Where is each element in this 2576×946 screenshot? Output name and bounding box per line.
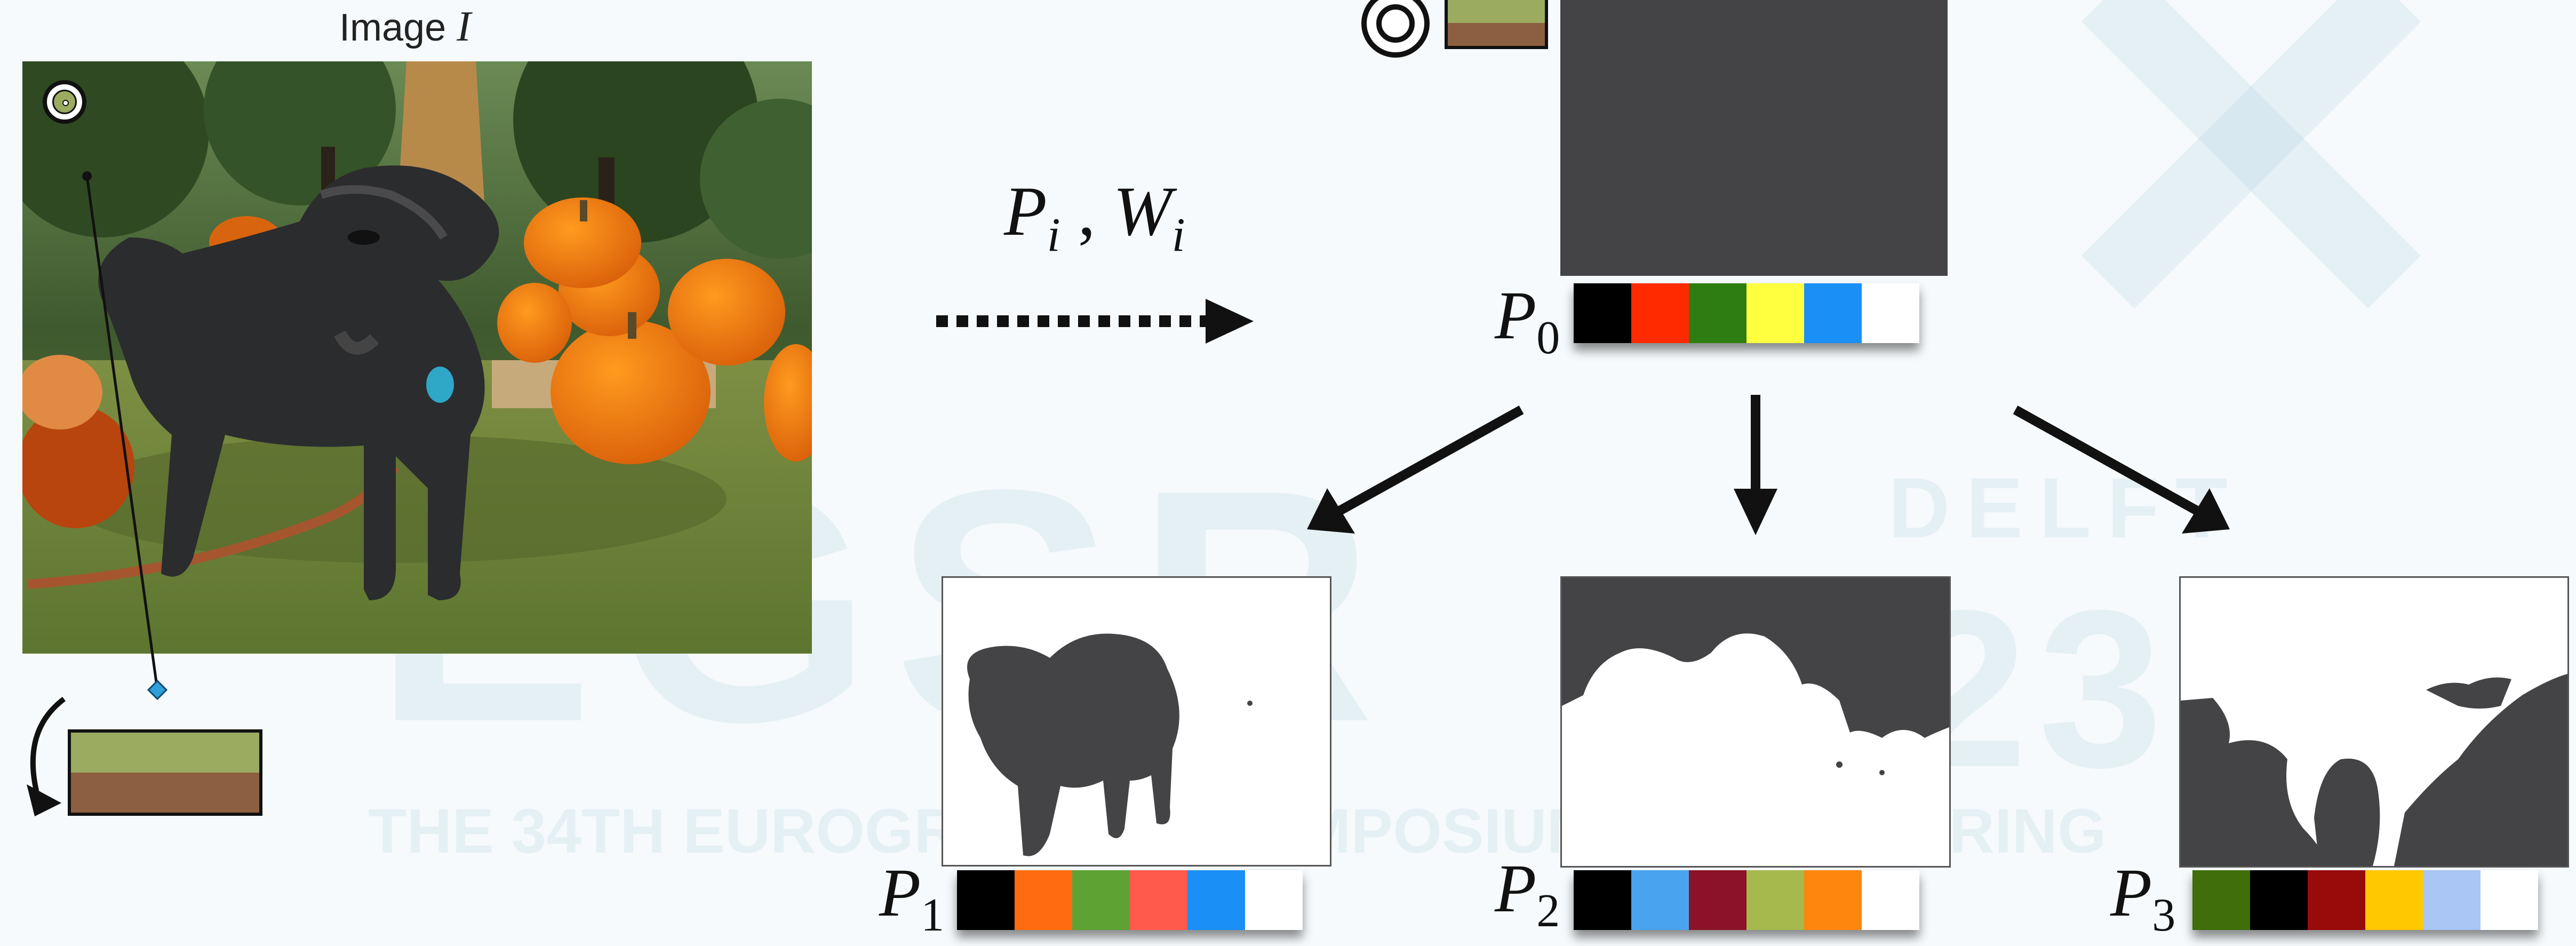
watermark-windmill-icon: [2081, 0, 2421, 309]
p2-mask: [1560, 576, 1951, 868]
p2-swatch-3: [1689, 870, 1746, 930]
p3-mask: [2179, 576, 2569, 868]
p0-swatch-3: [1689, 283, 1746, 343]
p1-swatch-1: [957, 870, 1015, 930]
p3-swatch-5: [2423, 870, 2481, 930]
p3-swatch-6: [2481, 870, 2538, 930]
p3-swatch-3: [2308, 870, 2365, 930]
p1-swatch-5: [1187, 870, 1245, 930]
p0-mask: [1560, 0, 1948, 276]
p0-swatch-6: [1862, 283, 1919, 343]
p2-palette: [1574, 870, 1919, 930]
color-picker-line: [82, 171, 168, 701]
tree-arrows: [1307, 395, 2230, 535]
p3-label: P3: [2110, 855, 2176, 941]
p0-swatch-1: [1574, 283, 1631, 343]
p3-palette: [2192, 870, 2538, 930]
p0-color-swatch: [1445, 0, 1548, 49]
picked-color-bottom: [71, 773, 259, 813]
p2-swatch-4: [1746, 870, 1804, 930]
curved-arrow-icon: [27, 697, 66, 816]
p3-swatch-2: [2250, 870, 2308, 930]
dashed-arrow-icon: [936, 299, 1254, 344]
p0-swatch-5: [1804, 283, 1862, 343]
p2-swatch-1: [1574, 870, 1631, 930]
p2-label: P2: [1495, 850, 1560, 937]
color-picker-target-icon[interactable]: [43, 80, 86, 124]
p0-palette: [1574, 283, 1919, 343]
p1-swatch-6: [1245, 870, 1303, 930]
p1-swatch-4: [1130, 870, 1187, 930]
p1-palette: [957, 870, 1303, 930]
p3-swatch-1: [2192, 870, 2250, 930]
p0-swatch-2: [1631, 283, 1689, 343]
p2-swatch-5: [1804, 870, 1862, 930]
image-caption: Image I: [339, 3, 471, 50]
p3-swatch-4: [2365, 870, 2423, 930]
p1-swatch-2: [1015, 870, 1072, 930]
p1-swatch-3: [1072, 870, 1130, 930]
p2-swatch-2: [1631, 870, 1689, 930]
arrow-formula-label: Pi , Wi: [1004, 172, 1185, 261]
p1-mask: [942, 576, 1331, 866]
picked-color-swatch: [68, 729, 262, 816]
p2-swatch-6: [1862, 870, 1919, 930]
p0-label: P0: [1495, 277, 1560, 364]
picked-color-top: [71, 733, 259, 773]
watermark-delft: DELFT: [1888, 460, 2244, 555]
p1-label: P1: [879, 855, 945, 941]
target-icon: [1361, 0, 1439, 68]
p0-swatch-4: [1746, 283, 1804, 343]
